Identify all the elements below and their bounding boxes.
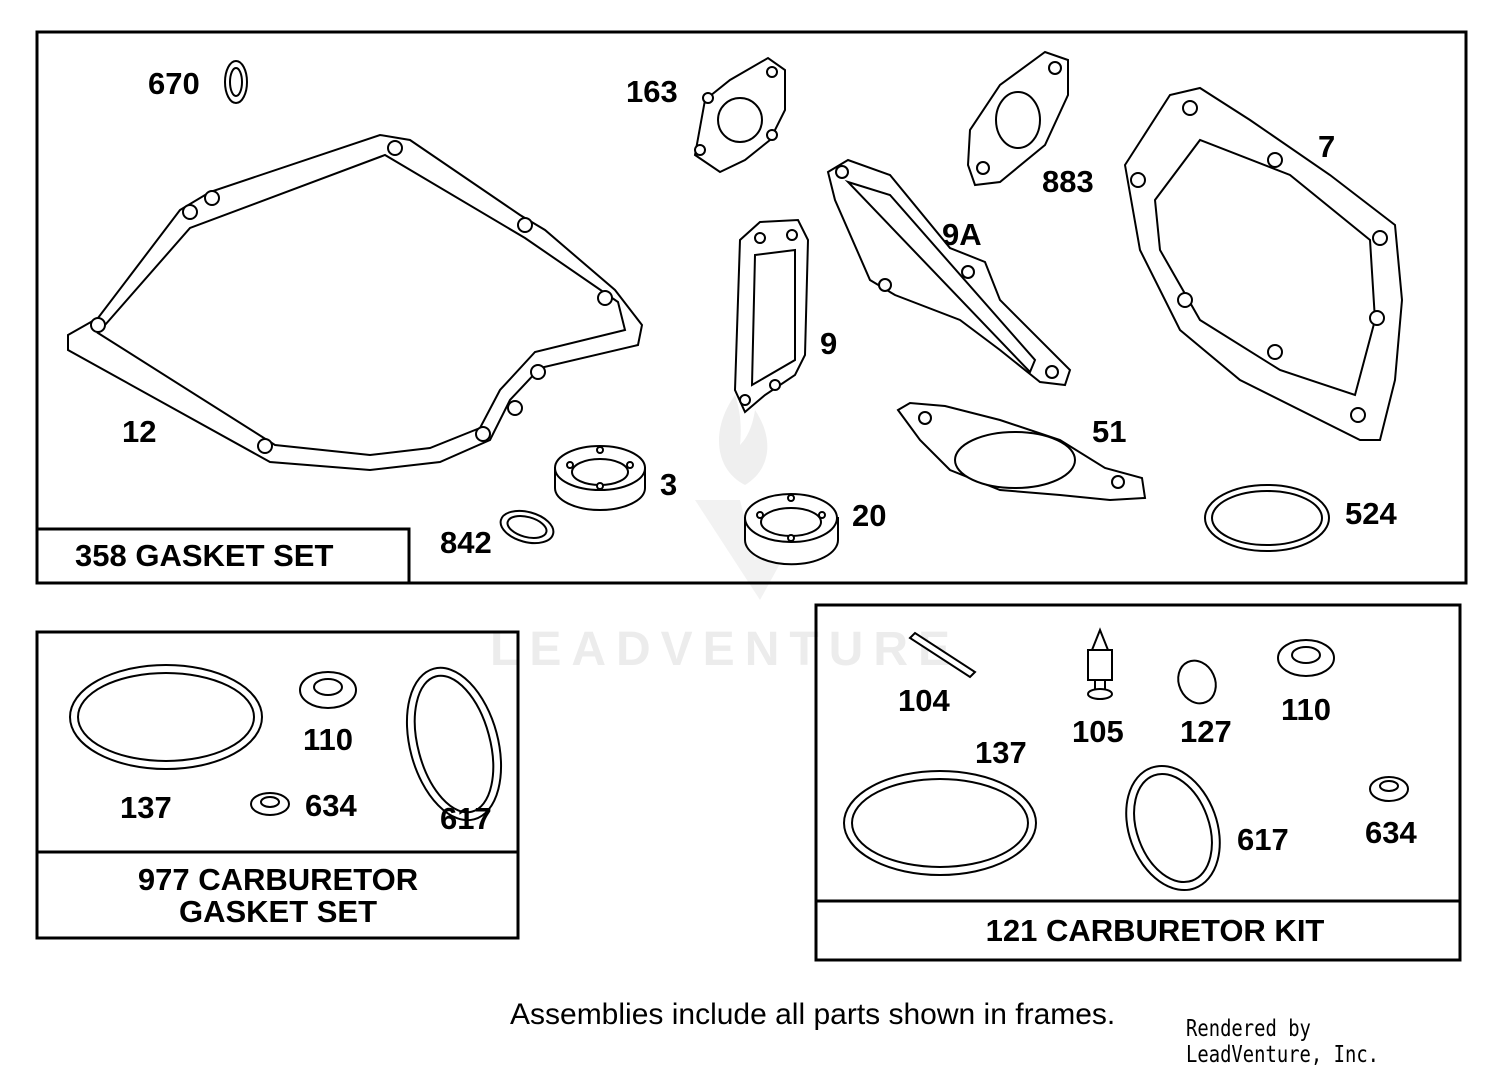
render-credit: Rendered by LeadVenture, Inc.	[1186, 1016, 1380, 1068]
part-137-bowl-gasket[interactable]	[69, 664, 263, 770]
part-110-kit-washer[interactable]	[1277, 639, 1335, 677]
part-9-gasket[interactable]	[733, 218, 810, 414]
part-label-k110: 110	[1281, 692, 1331, 727]
part-7-head-gasket[interactable]	[1123, 86, 1404, 441]
part-883-gasket[interactable]	[966, 50, 1069, 187]
watermark-text: LEADVENTURE	[490, 623, 960, 676]
part-label-51: 51	[1092, 414, 1126, 449]
carb-gasket-set-label-line2: GASKET SET	[179, 894, 377, 929]
part-label-670: 670	[148, 66, 200, 101]
part-label-g110: 110	[303, 722, 353, 757]
carb-gasket-set-frame	[35, 630, 520, 940]
part-634-kit-washer[interactable]	[1369, 776, 1409, 802]
part-163-gasket[interactable]	[693, 56, 786, 174]
carb-gasket-set-label-line1: 977 CARBURETOR	[138, 862, 418, 897]
part-label-9: 9	[820, 326, 837, 361]
part-127-plug[interactable]	[1171, 654, 1222, 709]
part-617-ring[interactable]	[391, 657, 516, 830]
part-label-k137: 137	[975, 735, 1027, 770]
part-label-20: 20	[852, 498, 886, 533]
part-842-ring[interactable]	[497, 506, 557, 549]
watermark: LEADVENTURE	[490, 395, 960, 676]
part-104-pin[interactable]	[908, 631, 977, 679]
part-label-163: 163	[626, 74, 678, 109]
part-label-3: 3	[660, 467, 677, 502]
part-617-kit-ring[interactable]	[1110, 753, 1236, 903]
part-label-k104: 104	[898, 683, 950, 718]
part-label-524: 524	[1345, 496, 1397, 531]
part-label-7: 7	[1318, 129, 1335, 164]
part-3-oil-seal[interactable]	[554, 445, 646, 511]
part-110-washer[interactable]	[299, 671, 357, 709]
part-label-g617: 617	[440, 801, 492, 836]
part-51-exhaust-gasket[interactable]	[896, 401, 1147, 502]
part-12-crankcase-gasket[interactable]	[67, 133, 644, 472]
part-label-g137: 137	[120, 790, 172, 825]
part-524-ring[interactable]	[1204, 484, 1330, 552]
carb-kit-label: 121 CARBURETOR KIT	[986, 913, 1325, 948]
part-label-k617: 617	[1237, 822, 1289, 857]
gasket-set-label-box	[35, 527, 411, 585]
part-label-k127: 127	[1180, 714, 1232, 749]
part-label-12: 12	[122, 414, 156, 449]
footer-note: Assemblies include all parts shown in fr…	[510, 998, 1116, 1031]
part-label-g634: 634	[305, 788, 357, 823]
part-137-kit-bowl-gasket[interactable]	[843, 770, 1037, 876]
part-label-k634: 634	[1365, 815, 1417, 850]
part-670-washer[interactable]	[224, 60, 248, 104]
carb-kit-frame	[814, 603, 1462, 962]
part-label-k105: 105	[1072, 714, 1124, 749]
part-9a-intake-gasket[interactable]	[826, 158, 1072, 387]
part-20-oil-seal[interactable]	[744, 493, 839, 566]
gasket-set-frame	[35, 30, 1468, 585]
gasket-set-label: 358 GASKET SET	[75, 538, 333, 573]
part-label-9a: 9A	[942, 217, 982, 252]
part-label-842: 842	[440, 525, 492, 560]
part-label-883: 883	[1042, 164, 1094, 199]
part-105-inlet-needle[interactable]	[1087, 627, 1113, 700]
part-634-washer[interactable]	[250, 792, 290, 816]
